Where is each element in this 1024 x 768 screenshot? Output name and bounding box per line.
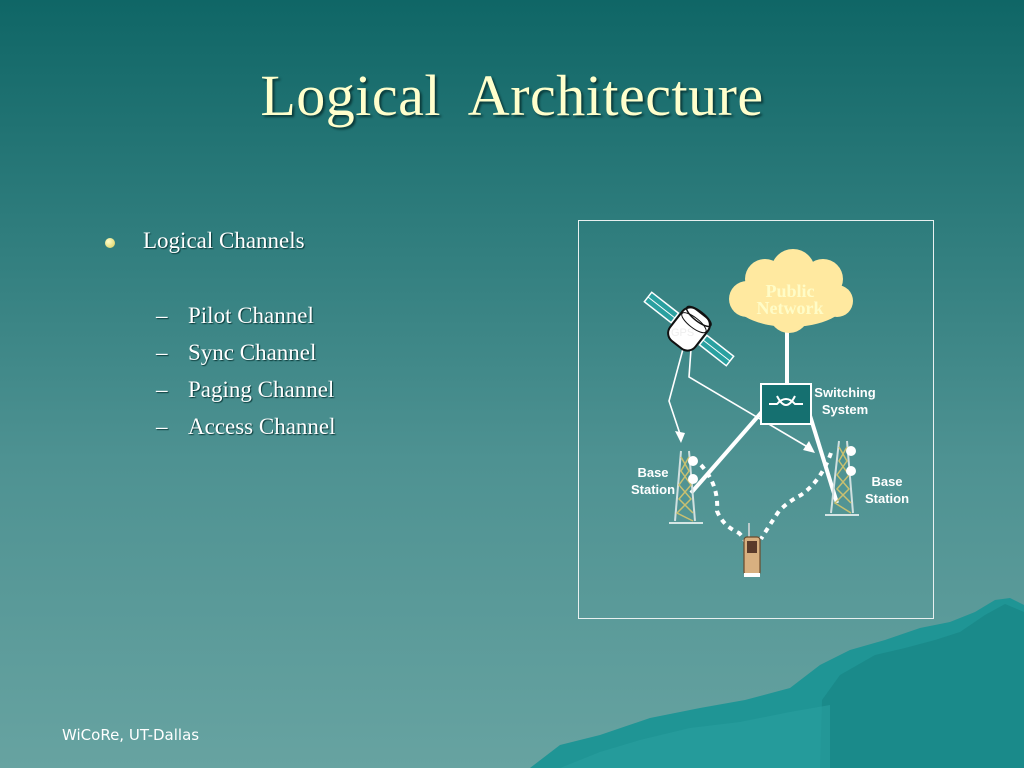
base-station-right-label: Base Station xyxy=(857,473,917,507)
dash-marker: – xyxy=(156,340,168,365)
bullet-text: Logical Channels xyxy=(143,228,305,253)
switch-label-line: Switching xyxy=(814,385,876,400)
cloud-icon xyxy=(729,249,853,333)
gps-arrow-left xyxy=(668,348,684,438)
base-station-left-label: Base Station xyxy=(623,464,683,498)
dash-marker: – xyxy=(156,303,168,328)
cloud-label-line: Network xyxy=(756,298,824,318)
sub-bullet-text: Paging Channel xyxy=(188,377,335,402)
cloud-label: Public Network xyxy=(732,281,848,318)
switch-link-left-line xyxy=(689,404,769,495)
tower-icon xyxy=(825,440,859,516)
architecture-diagram: Public Network GPS Switching System Base… xyxy=(578,220,934,619)
arrowhead-icon xyxy=(675,431,685,443)
slide-title: Logical Architecture xyxy=(260,63,764,128)
base-label-line: Station xyxy=(630,482,676,497)
sub-bullet-text: Access Channel xyxy=(188,414,336,439)
switch-icon xyxy=(760,383,812,425)
gps-label: GPS xyxy=(671,327,695,339)
cloud-label-line: Public xyxy=(765,281,815,301)
radio-link-left xyxy=(699,463,749,546)
sub-bullet-text: Pilot Channel xyxy=(188,303,314,328)
switch-label-line: System xyxy=(821,402,869,417)
diagram-drawing xyxy=(643,249,859,577)
dash-marker: – xyxy=(156,414,168,439)
bullet-dot-icon xyxy=(105,238,115,248)
satellite-icon xyxy=(643,291,735,367)
base-label-line: Base xyxy=(637,465,669,480)
arrowhead-icon xyxy=(803,441,815,453)
tower-icon xyxy=(669,450,703,524)
base-label-line: Station xyxy=(864,491,910,506)
switching-system-label: Switching System xyxy=(805,384,885,418)
sub-bullet-text: Sync Channel xyxy=(188,340,317,365)
dash-marker: – xyxy=(156,377,168,402)
phone-icon xyxy=(743,523,761,577)
base-label-line: Base xyxy=(871,474,903,489)
radio-link-right xyxy=(759,452,833,541)
footer-text: WiCoRe, UT-Dallas xyxy=(62,726,200,744)
